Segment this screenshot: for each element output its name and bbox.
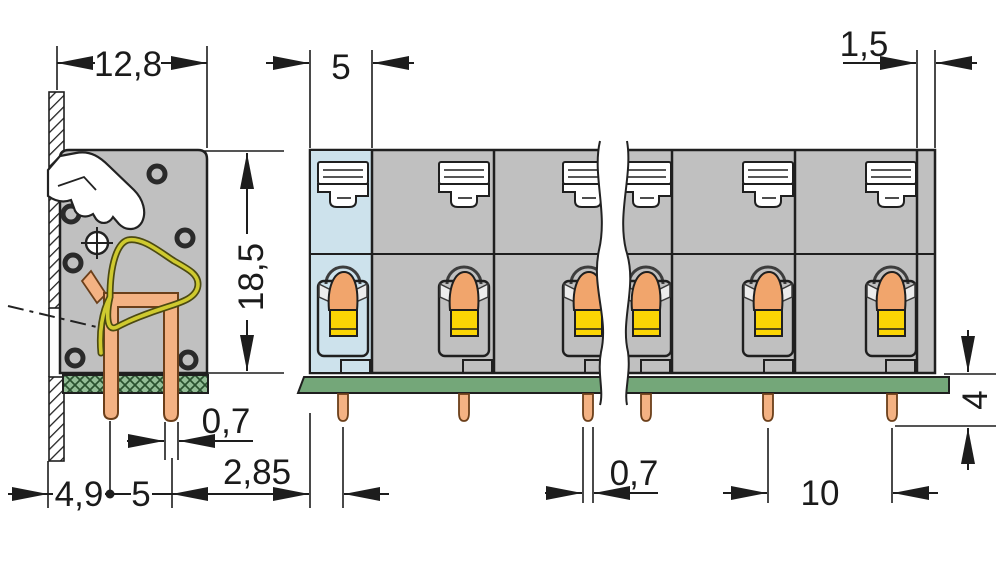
dim-label-housing-width: 12,8 (94, 45, 162, 84)
dim-label-wall-to-pin: 4,9 (55, 475, 104, 514)
dim-label-front-pin-width: 0,7 (610, 454, 659, 493)
dim-pin-pitch: 10 (723, 428, 938, 513)
pcb-side (62, 374, 209, 394)
clamp-spring (96, 236, 202, 357)
dash-dot-centerline (7, 305, 102, 329)
dim-label-edge-strip: 1,5 (840, 25, 889, 64)
side-view (7, 91, 209, 462)
dim-pin-length: 4 (895, 330, 996, 470)
screw-cross-icon (81, 227, 113, 259)
dim-bottom-chain: 4,9 5 2,85 (8, 413, 389, 514)
break-line-right (622, 140, 632, 406)
dim-edge-strip: 1,5 (840, 25, 977, 148)
dim-housing-width: 12,8 (56, 45, 208, 148)
break-line-left (595, 140, 605, 406)
dim-label-pin-length: 4 (956, 390, 995, 409)
break-band (595, 140, 632, 406)
dim-front-pin-width: 0,7 (545, 427, 658, 503)
dim-label-edge-to-pin: 2,85 (223, 453, 291, 492)
dim-side-pin-width: 0,7 (127, 402, 253, 460)
dim-label-pole-width-top: 5 (331, 48, 350, 87)
front-view (296, 140, 950, 422)
dim-label-side-pin-spacing: 5 (131, 475, 150, 514)
dim-housing-height: 18,5 (204, 150, 284, 374)
dim-label-pin-pitch: 10 (801, 474, 840, 513)
dim-label-housing-height: 18,5 (232, 243, 271, 311)
dim-label-side-pin-width: 0,7 (202, 402, 251, 441)
dim-pole-width-top: 5 (266, 48, 414, 148)
release-lever (46, 151, 146, 231)
